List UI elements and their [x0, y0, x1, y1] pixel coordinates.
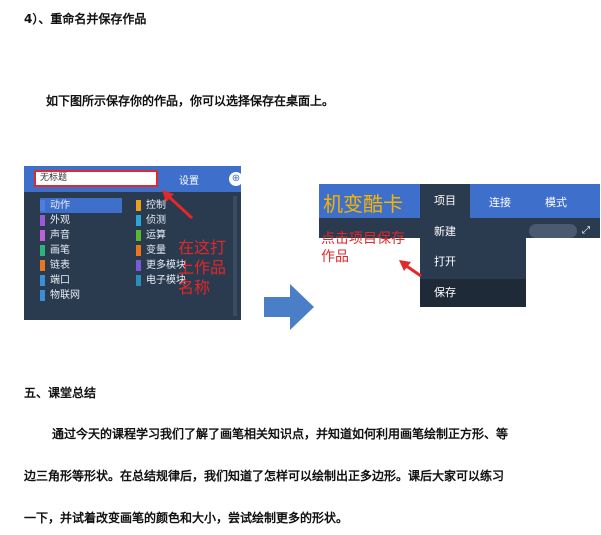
menu-item-open[interactable]: 打开	[434, 255, 456, 268]
category-swatch	[136, 200, 141, 211]
section5-heading: 五、课堂总结	[24, 386, 97, 400]
block-categories-right: 控制 侦测 运算 变量 更多模块 电子模块	[136, 198, 186, 288]
block-categories-left: 动作 外观 声音 画笔 链表 端口 物联网	[40, 198, 122, 303]
category-label: 端口	[50, 275, 70, 286]
category-label: 物联网	[50, 290, 80, 301]
menu-project[interactable]: 项目	[420, 184, 470, 218]
category-swatch	[136, 215, 141, 226]
category-swatch	[40, 230, 45, 241]
expand-icon[interactable]: ⤢	[582, 225, 590, 236]
category-label: 外观	[50, 215, 70, 226]
toolbar-pill[interactable]	[529, 224, 577, 238]
summary-line: 通过今天的课程学习我们了解了画笔相关知识点，并知道如何利用画笔绘制正方形、等	[52, 427, 509, 441]
menu-item-new[interactable]: 新建	[434, 225, 456, 238]
scrollbar[interactable]	[233, 196, 237, 316]
summary-line: 边三角形等形状。在总结规律后，我们知道了怎样可以绘制出正多边形。课后大家可以练习	[24, 469, 505, 483]
step4-heading: 4）、重命名并保存作品	[24, 12, 147, 26]
rename-annotation-line: 上作品	[178, 258, 227, 277]
category-item[interactable]: 物联网	[40, 288, 122, 303]
category-label: 画笔	[50, 245, 70, 256]
category-item[interactable]: 更多模块	[136, 258, 186, 273]
category-swatch	[136, 275, 141, 286]
category-label: 侦测	[146, 215, 166, 226]
right-arrow-icon	[264, 284, 314, 330]
category-swatch	[40, 245, 45, 256]
category-label: 控制	[146, 200, 166, 211]
category-swatch	[40, 200, 45, 211]
rename-annotation-line: 名称	[178, 278, 211, 297]
rename-annotation: 在这打 上作品 名称	[178, 238, 226, 298]
category-swatch	[136, 260, 141, 271]
category-item[interactable]: 控制	[136, 198, 186, 213]
menu-item-save[interactable]: 保存	[420, 279, 526, 307]
category-item[interactable]: 外观	[40, 213, 122, 228]
menu-mode[interactable]: 模式	[545, 196, 567, 209]
rename-annotation-line: 在这打	[178, 238, 227, 257]
editor-screenshot-rename: 无标题 设置 ⊕ 动作 外观 声音 画笔 链表 端口 物联网 控制 侦测 运算 …	[24, 166, 241, 320]
app-brand: 机变酷卡	[323, 192, 403, 216]
project-title-input[interactable]: 无标题	[34, 170, 158, 187]
category-item[interactable]: 动作	[40, 198, 122, 213]
intro-paragraph: 如下图所示保存你的作品，你可以选择保存在桌面上。	[46, 94, 335, 108]
category-swatch	[40, 215, 45, 226]
category-item[interactable]: 侦测	[136, 213, 186, 228]
category-label: 运算	[146, 230, 166, 241]
category-item[interactable]: 声音	[40, 228, 122, 243]
summary-line: 一下，并试着改变画笔的颜色和大小，尝试绘制更多的形状。	[24, 511, 349, 525]
category-item[interactable]: 链表	[40, 258, 122, 273]
category-item[interactable]: 运算	[136, 228, 186, 243]
save-annotation-line: 作品	[321, 249, 349, 265]
category-item[interactable]: 变量	[136, 243, 186, 258]
category-label: 变量	[146, 245, 166, 256]
annotation-arrow-icon	[162, 190, 194, 220]
category-item[interactable]: 电子模块	[136, 273, 186, 288]
category-swatch	[136, 230, 141, 241]
category-item[interactable]: 画笔	[40, 243, 122, 258]
category-label: 电子模块	[146, 275, 186, 286]
category-label: 声音	[50, 230, 70, 241]
category-swatch	[40, 260, 45, 271]
category-swatch	[40, 275, 45, 286]
settings-menu[interactable]: 设置	[179, 176, 199, 187]
globe-icon[interactable]: ⊕	[229, 172, 241, 186]
category-label: 链表	[50, 260, 70, 271]
category-swatch	[40, 290, 45, 301]
project-dropdown: 新建 打开 保存	[420, 218, 526, 307]
category-swatch	[136, 245, 141, 256]
save-annotation: 点击项目保存 作品	[321, 230, 405, 266]
category-label: 动作	[50, 200, 70, 211]
menu-connect[interactable]: 连接	[489, 196, 511, 209]
annotation-arrow-icon	[399, 260, 422, 278]
category-item[interactable]: 端口	[40, 273, 122, 288]
editor-screenshot-save: 机变酷卡 项目 连接 模式 ⤢ 点击项目保存 作品 新建 打开 保存	[319, 184, 600, 307]
save-annotation-line: 点击项目保存	[321, 231, 405, 247]
category-label: 更多模块	[146, 260, 186, 271]
